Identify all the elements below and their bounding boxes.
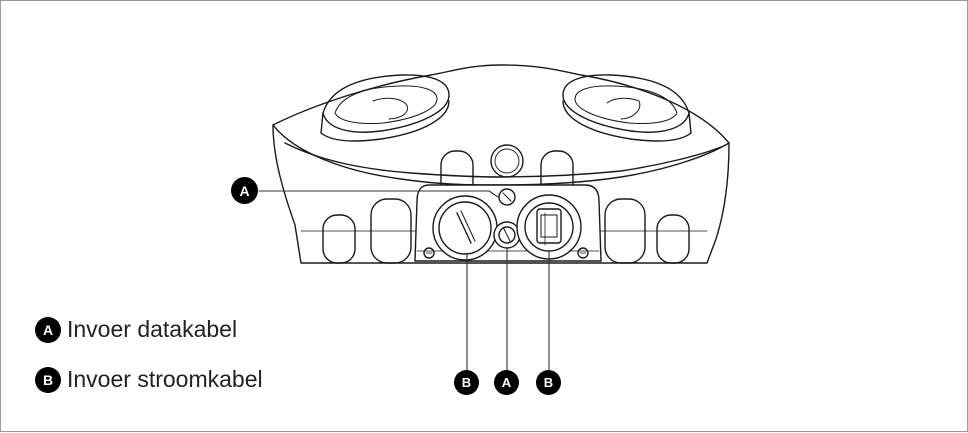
callout-marker-b-left: B — [454, 370, 479, 395]
callout-marker-a-bottom: A — [494, 370, 519, 395]
legend-label-a: Invoer datakabel — [67, 316, 238, 342]
top-vent — [490, 144, 524, 178]
legend-marker-a: A — [35, 316, 61, 343]
power-gland-right — [516, 194, 582, 260]
legend-label-b: Invoer stroomkabel — [67, 366, 263, 392]
housing-rim-inner — [284, 142, 722, 178]
leader-line-a-top — [258, 190, 499, 198]
legend-item-b: B Invoer stroomkabel — [35, 366, 263, 393]
left-handle — [322, 74, 450, 133]
legend-item-a: A Invoer datakabel — [35, 316, 237, 343]
power-gland-left — [432, 195, 498, 261]
legend-marker-b: B — [35, 366, 61, 393]
right-handle — [562, 74, 690, 133]
callout-marker-b-right: B — [536, 370, 561, 395]
callout-marker-a-top: A — [231, 177, 258, 204]
